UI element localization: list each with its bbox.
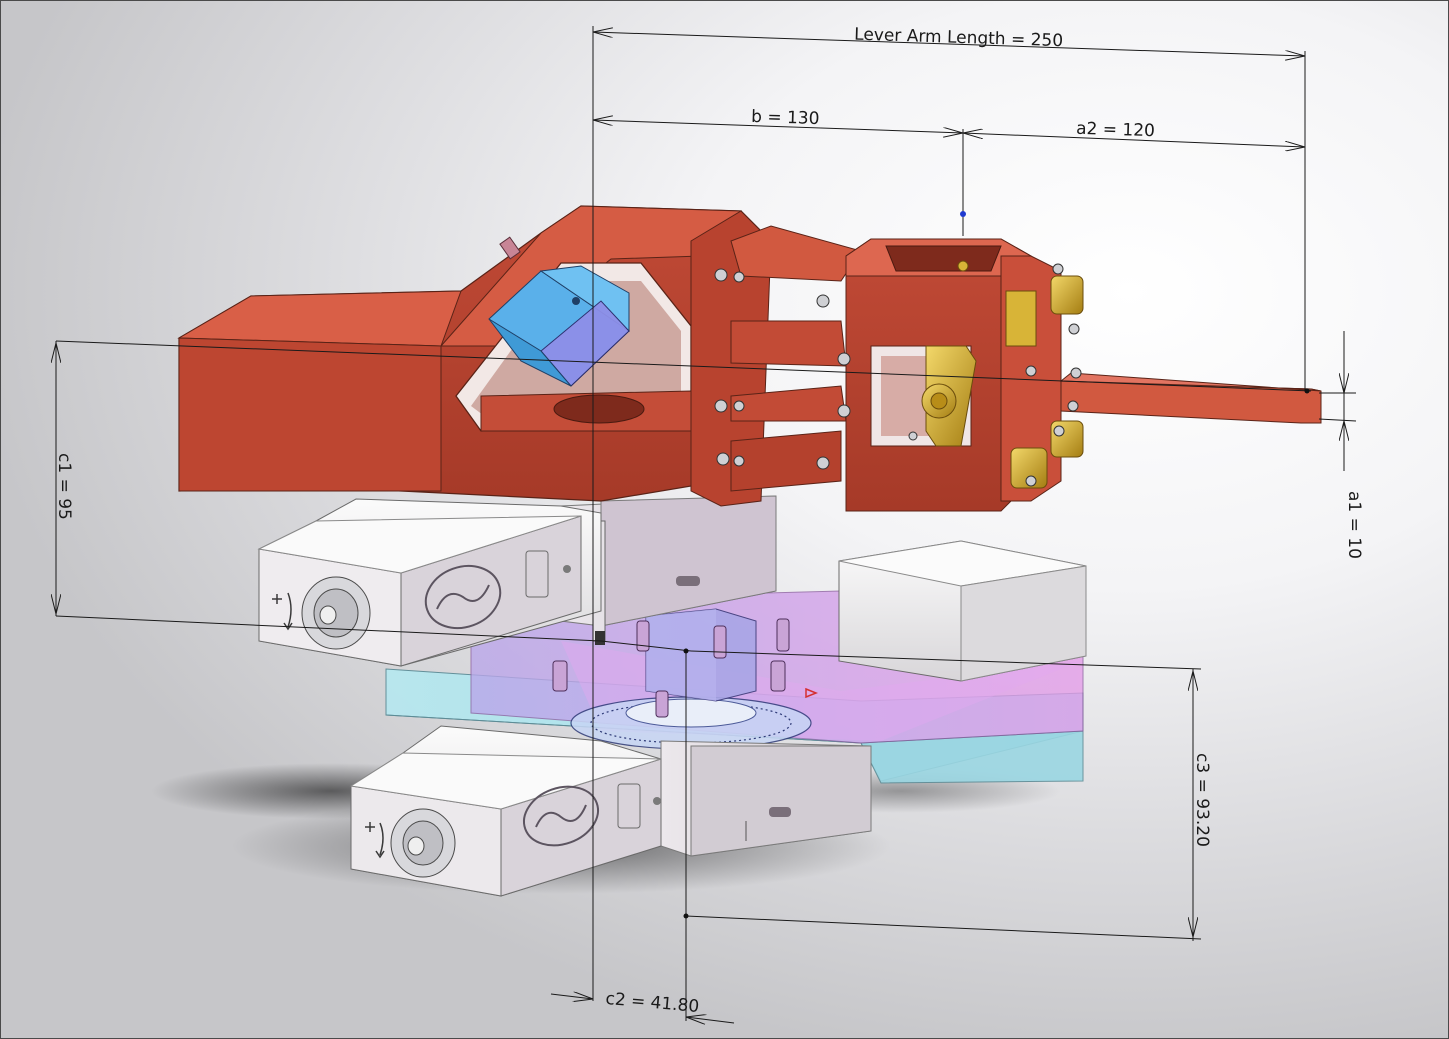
lower-post [660, 740, 872, 857]
dim-c3: c3 = 93.20 [1192, 753, 1212, 847]
lever-arm [177, 205, 1322, 512]
dim-a1: a1 = 10 [1344, 491, 1364, 559]
company-logo-icon [523, 785, 599, 847]
plus-rotation-icon [272, 592, 293, 631]
dim-c1: c1 = 95 [54, 453, 74, 520]
dim-b: b = 130 [751, 107, 820, 129]
company-logo-icon [424, 564, 502, 630]
sensor-block [488, 236, 630, 387]
white-block [838, 540, 1087, 682]
plus-rotation-icon [365, 822, 385, 859]
lower-motor [349, 725, 662, 897]
dim-a2: a2 = 120 [1076, 119, 1155, 141]
upper-motor [257, 498, 602, 667]
dim-lever-arm-length: Lever Arm Length = 250 [854, 25, 1063, 52]
